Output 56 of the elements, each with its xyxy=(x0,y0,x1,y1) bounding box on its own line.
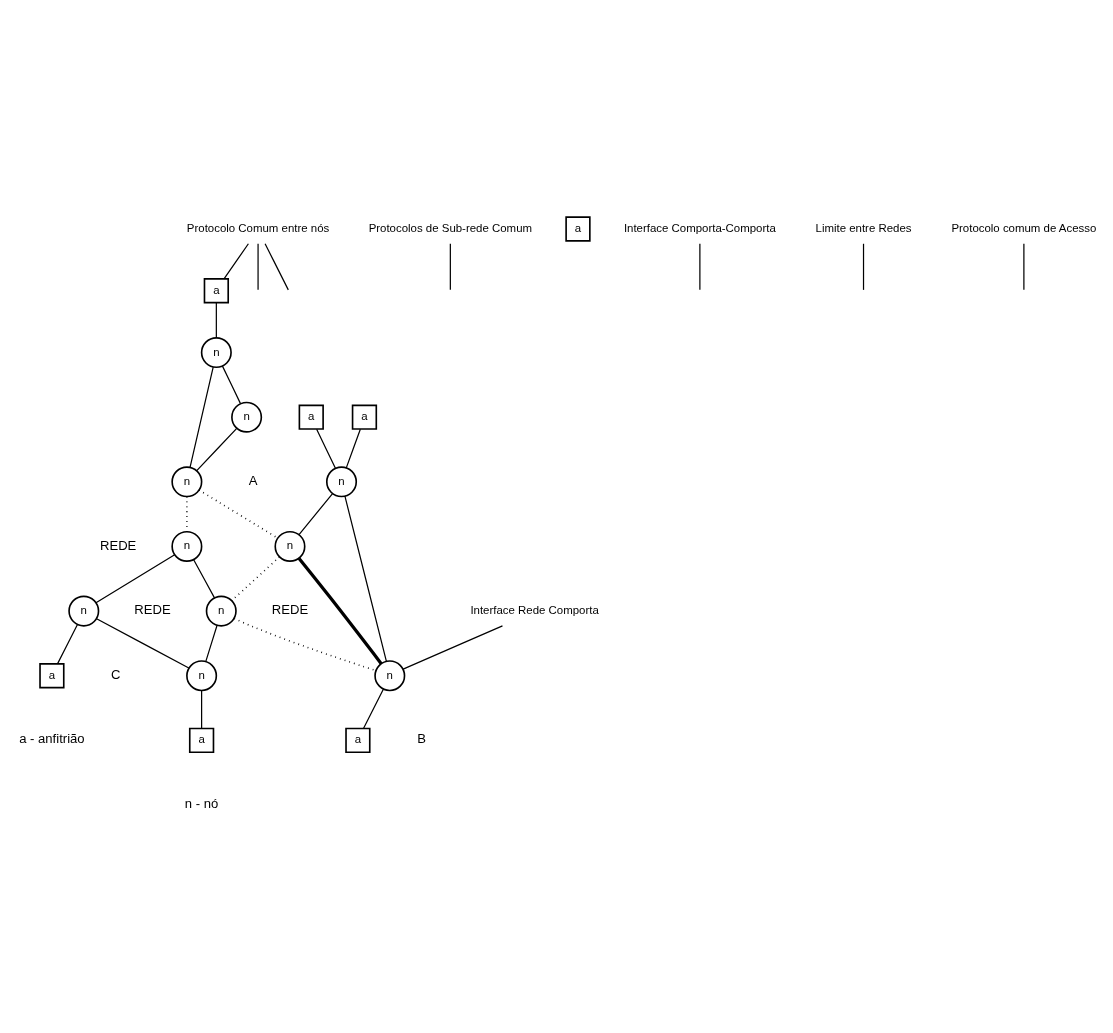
connector xyxy=(298,492,334,535)
node-circle: n xyxy=(171,465,203,497)
connector xyxy=(699,242,701,290)
node-circle: n xyxy=(274,530,306,562)
label: REDE xyxy=(134,601,171,617)
node-text: Interface Rede Comporta xyxy=(470,603,599,616)
label: a - anfitrião xyxy=(19,730,85,746)
connector xyxy=(96,617,190,669)
label: n - nó xyxy=(184,795,219,811)
connector xyxy=(345,428,361,468)
connector xyxy=(205,624,218,662)
node-text: Protocolos de Sub-rede Comum xyxy=(368,221,533,234)
connector xyxy=(297,557,383,665)
node-text: Protocolo comum de Acesso xyxy=(951,221,1097,234)
label: C xyxy=(110,666,121,682)
node-circle: n xyxy=(231,401,263,433)
node-box: a xyxy=(345,727,371,753)
connector xyxy=(223,242,249,279)
connector xyxy=(196,427,238,471)
node-circle: n xyxy=(68,595,100,627)
connector xyxy=(189,365,214,468)
node-box: a xyxy=(188,727,215,753)
connector xyxy=(198,488,279,539)
connector xyxy=(221,365,242,404)
connector xyxy=(201,689,203,729)
node-text: Interface Comporta-Comporta xyxy=(623,221,776,234)
node-box: a xyxy=(298,404,324,430)
connector xyxy=(362,688,384,729)
label: A xyxy=(248,472,258,488)
node-circle: n xyxy=(200,336,232,368)
connector xyxy=(449,242,451,290)
label: REDE xyxy=(271,601,309,617)
connector xyxy=(56,623,78,664)
node-circle: n xyxy=(326,465,358,497)
label: REDE xyxy=(99,537,137,553)
node-box: a xyxy=(203,277,229,303)
node-text: Limite entre Redes xyxy=(815,221,912,234)
node-circle: n xyxy=(171,530,203,562)
node-box: a xyxy=(39,662,65,688)
node-circle: n xyxy=(186,659,218,691)
connector xyxy=(257,242,259,290)
connector xyxy=(344,495,387,662)
connector xyxy=(1023,242,1025,290)
label: B xyxy=(417,730,427,746)
connector xyxy=(193,558,216,598)
connector xyxy=(264,242,289,290)
node-circle: n xyxy=(205,595,237,627)
connector xyxy=(215,301,217,338)
node-circle: n xyxy=(374,659,406,691)
node-text: Protocolo Comum entre nós xyxy=(186,221,330,234)
node-box: a xyxy=(565,215,591,242)
connector xyxy=(402,624,504,670)
connector xyxy=(316,428,337,469)
node-box: a xyxy=(351,404,378,430)
connector xyxy=(862,242,865,290)
connector xyxy=(95,553,176,603)
